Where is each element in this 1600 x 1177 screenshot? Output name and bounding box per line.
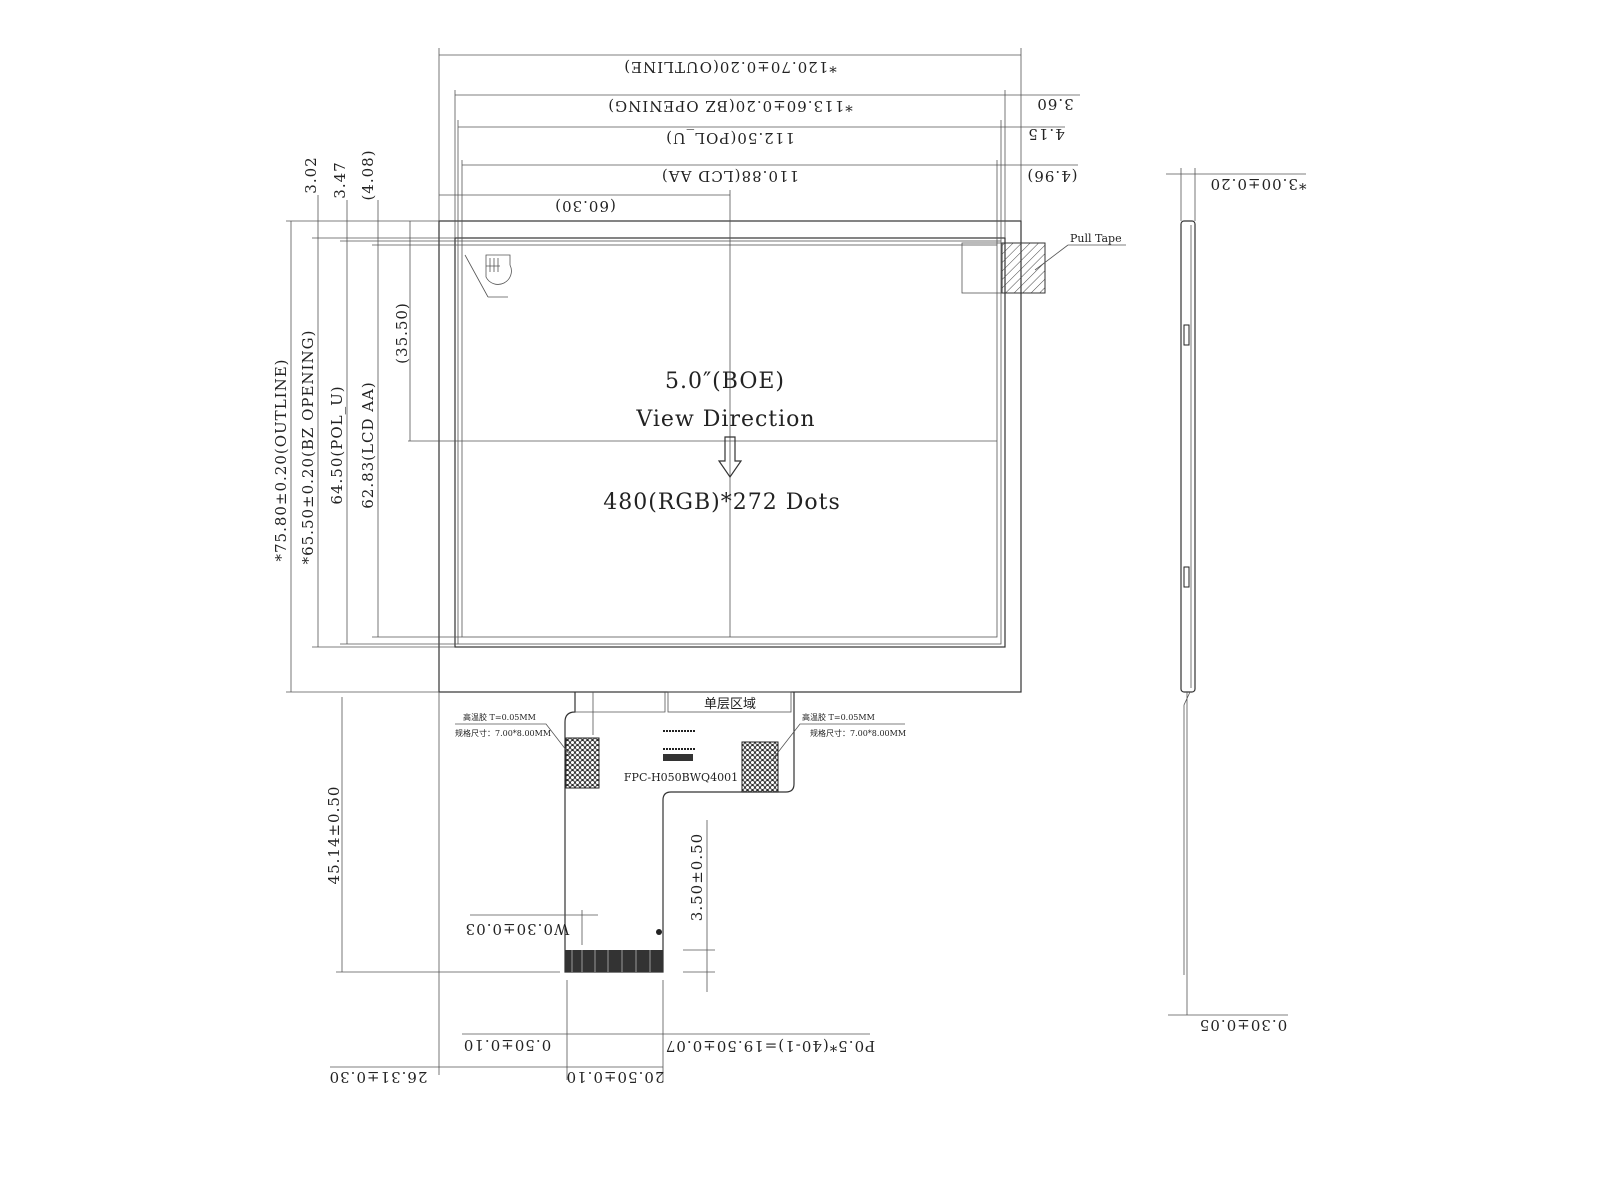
pull-tape-hatch xyxy=(1001,242,1046,294)
dim-fpc-width: 20.50±0.10 xyxy=(566,1068,665,1086)
polarizer-mark-icon xyxy=(464,254,512,298)
dim-top-1: 3.02 xyxy=(302,156,320,193)
dim-aa-width: 110.88(LCD AA) xyxy=(661,167,799,185)
pull-tape-box xyxy=(961,242,1003,294)
dim-top-2: 3.47 xyxy=(331,161,349,198)
dim-pin-width: W0.30±0.03 xyxy=(465,920,570,938)
dim-right-1: 3.60 xyxy=(1036,95,1073,113)
single-layer-box xyxy=(667,691,792,713)
dim-fpc-thickness: 0.30±0.05 xyxy=(1199,1016,1287,1034)
dim-pol-width: 112.50(POL_U) xyxy=(665,129,795,147)
tape-left xyxy=(565,737,600,789)
fpc: 单层区域 高温胶 T=0.05MM 规格尺寸：7.00*8.00MM 高温胶 T… xyxy=(325,691,906,1086)
view-direction: View Direction xyxy=(635,407,815,432)
front-view: Pull Tape 5.0″(BOE) View Direction 480(R… xyxy=(408,190,1126,693)
pol-rect xyxy=(457,240,1002,645)
dim-top-3: (4.08) xyxy=(359,149,377,200)
dim-outline-width: *120.70±0.20(OUTLINE) xyxy=(623,58,837,76)
dim-center-x: (60.30) xyxy=(554,197,616,215)
dim-bz-opening-width: *113.60±0.20(BZ OPENING) xyxy=(607,97,852,115)
dim-center-y: (35.50) xyxy=(393,302,411,364)
fpc-gold-fingers xyxy=(565,950,663,972)
view-arrow-icon xyxy=(717,436,743,479)
tape-right-note-2: 规格尺寸：7.00*8.00MM xyxy=(810,728,906,738)
left-dimensions: *75.80±0.20(OUTLINE) *65.50±0.20(BZ OPEN… xyxy=(272,149,462,693)
dim-right-3: (4.96) xyxy=(1026,167,1077,185)
tape-right xyxy=(741,741,779,793)
tape-left-note-2: 规格尺寸：7.00*8.00MM xyxy=(455,728,551,738)
resolution: 480(RGB)*272 Dots xyxy=(603,490,840,515)
dim-stiffener: 3.50±0.50 xyxy=(688,833,706,921)
tape-left-note-1: 高温胶 T=0.05MM xyxy=(463,712,536,722)
side-view: *3.00±0.20 0.30±0.05 xyxy=(1166,168,1306,1034)
pull-tape-leader xyxy=(1034,244,1069,271)
dim-outline-height: *75.80±0.20(OUTLINE) xyxy=(272,358,290,561)
pull-tape-label: Pull Tape xyxy=(1070,232,1122,245)
dim-thickness: *3.00±0.20 xyxy=(1210,175,1307,193)
dim-aa-height: 62.83(LCD AA) xyxy=(359,381,377,509)
dim-pitch: P0.5*(40-1)=19.50±0.07 xyxy=(665,1037,875,1055)
dim-edge: 0.50±0.10 xyxy=(463,1036,551,1054)
fpc-part-number: FPC-H050BWQ4001 xyxy=(624,771,738,784)
single-layer-label: 单层区域 xyxy=(704,697,756,712)
dim-fpc-length: 45.14±0.50 xyxy=(325,786,343,885)
tape-right-note-1: 高温胶 T=0.05MM xyxy=(802,712,875,722)
top-dimensions: *120.70±0.20(OUTLINE) *113.60±0.20(BZ OP… xyxy=(438,48,1080,245)
panel-size: 5.0″(BOE) xyxy=(665,369,785,394)
dim-right-2: 4.15 xyxy=(1027,125,1064,143)
dim-offset: 26.31±0.30 xyxy=(329,1068,428,1086)
dim-bz-opening-height: *65.50±0.20(BZ OPENING) xyxy=(299,330,317,565)
dim-pol-height: 64.50(POL_U) xyxy=(328,385,346,504)
